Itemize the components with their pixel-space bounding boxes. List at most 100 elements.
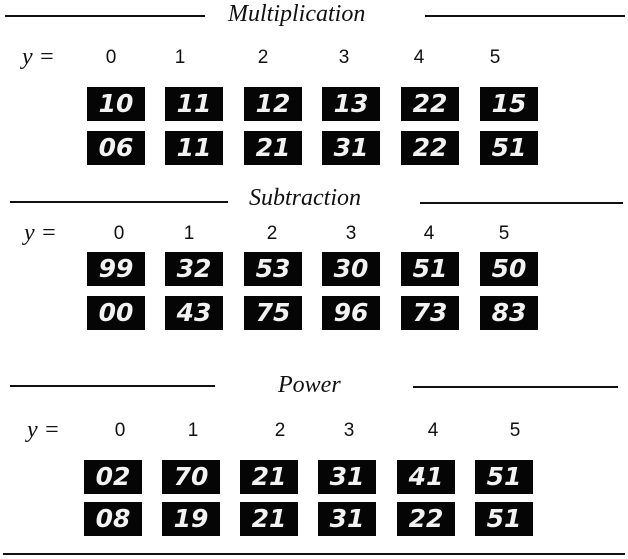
digit-pair: 43 [176, 298, 212, 327]
y-label: y = [24, 220, 57, 246]
digit-image: 32 [165, 252, 223, 286]
digit-pair: 11 [176, 133, 212, 162]
digit-image: 51 [401, 252, 459, 286]
y-value: 0 [113, 223, 125, 244]
section-title: Power [278, 372, 341, 398]
digit-pair: 31 [329, 462, 365, 491]
y-value: 4 [413, 47, 425, 68]
digit-image: 15 [480, 87, 538, 121]
y-label: y = [22, 44, 55, 70]
digit-image: 30 [322, 252, 380, 286]
digit-pair: 51 [412, 254, 448, 283]
digit-image: 22 [401, 87, 459, 121]
y-value: 5 [498, 223, 510, 244]
bottom-rule [3, 553, 625, 555]
digit-pair: 51 [486, 462, 522, 491]
digit-pair: 12 [255, 89, 291, 118]
y-value: 2 [274, 420, 286, 441]
digit-pair: 10 [98, 89, 134, 118]
digit-image: 00 [87, 296, 145, 330]
digit-pair: 31 [333, 133, 369, 162]
rule-right [413, 386, 618, 388]
digit-image: 12 [244, 87, 302, 121]
digit-pair: 13 [333, 89, 369, 118]
y-value: 0 [105, 47, 117, 68]
digit-image: 99 [87, 252, 145, 286]
digit-image: 51 [475, 502, 533, 536]
digit-pair: 22 [412, 89, 448, 118]
digit-image: 51 [475, 460, 533, 494]
digit-image: 08 [84, 502, 142, 536]
rule-right [420, 202, 623, 204]
digit-pair: 21 [251, 462, 287, 491]
digit-image: 13 [322, 87, 380, 121]
y-label: y = [27, 417, 60, 443]
digit-pair: 51 [486, 504, 522, 533]
y-value: 0 [114, 420, 126, 441]
digit-pair: 00 [98, 298, 134, 327]
digit-pair: 99 [98, 254, 134, 283]
rule-left [10, 385, 215, 387]
y-value: 5 [509, 420, 521, 441]
rule-right [425, 15, 625, 17]
digit-pair: 73 [412, 298, 448, 327]
y-value: 3 [343, 420, 355, 441]
digit-image: 75 [244, 296, 302, 330]
digit-image: 11 [165, 131, 223, 165]
digit-pair: 30 [333, 254, 369, 283]
digit-image: 31 [322, 131, 380, 165]
digit-image: 83 [480, 296, 538, 330]
digit-image: 22 [401, 131, 459, 165]
digit-pair: 11 [176, 89, 212, 118]
digit-pair: 32 [176, 254, 212, 283]
digit-pair: 02 [95, 462, 131, 491]
digit-image: 10 [87, 87, 145, 121]
digit-image: 96 [322, 296, 380, 330]
digit-image: 41 [397, 460, 455, 494]
y-value: 4 [427, 420, 439, 441]
digit-image: 02 [84, 460, 142, 494]
digit-pair: 22 [412, 133, 448, 162]
digit-pair: 70 [173, 462, 209, 491]
section-title: Multiplication [228, 1, 366, 27]
digit-image: 53 [244, 252, 302, 286]
digit-image: 31 [318, 502, 376, 536]
digit-image: 21 [240, 502, 298, 536]
digit-pair: 41 [408, 462, 444, 491]
digit-image: 21 [240, 460, 298, 494]
digit-pair: 75 [255, 298, 291, 327]
rule-left [10, 201, 228, 203]
digit-pair: 83 [491, 298, 527, 327]
digit-image: 31 [318, 460, 376, 494]
digit-pair: 21 [251, 504, 287, 533]
y-value: 1 [183, 223, 195, 244]
digit-image: 21 [244, 131, 302, 165]
digit-pair: 19 [173, 504, 209, 533]
digit-pair: 31 [329, 504, 365, 533]
y-value: 1 [174, 47, 186, 68]
digit-image: 70 [162, 460, 220, 494]
digit-image: 19 [162, 502, 220, 536]
digit-image: 50 [480, 252, 538, 286]
digit-image: 51 [480, 131, 538, 165]
y-value: 5 [489, 47, 501, 68]
digit-image: 11 [165, 87, 223, 121]
digit-image: 06 [87, 131, 145, 165]
digit-image: 73 [401, 296, 459, 330]
y-value: 2 [266, 223, 278, 244]
y-value: 3 [338, 47, 350, 68]
digit-image: 43 [165, 296, 223, 330]
y-value: 1 [187, 420, 199, 441]
digit-pair: 15 [491, 89, 527, 118]
digit-pair: 50 [491, 254, 527, 283]
digit-pair: 96 [333, 298, 369, 327]
section-title: Subtraction [249, 185, 361, 211]
digit-image: 22 [397, 502, 455, 536]
rule-left [5, 15, 205, 17]
y-value: 2 [257, 47, 269, 68]
digit-pair: 53 [255, 254, 291, 283]
digit-pair: 51 [491, 133, 527, 162]
digit-pair: 22 [408, 504, 444, 533]
y-value: 3 [345, 223, 357, 244]
digit-pair: 06 [98, 133, 134, 162]
